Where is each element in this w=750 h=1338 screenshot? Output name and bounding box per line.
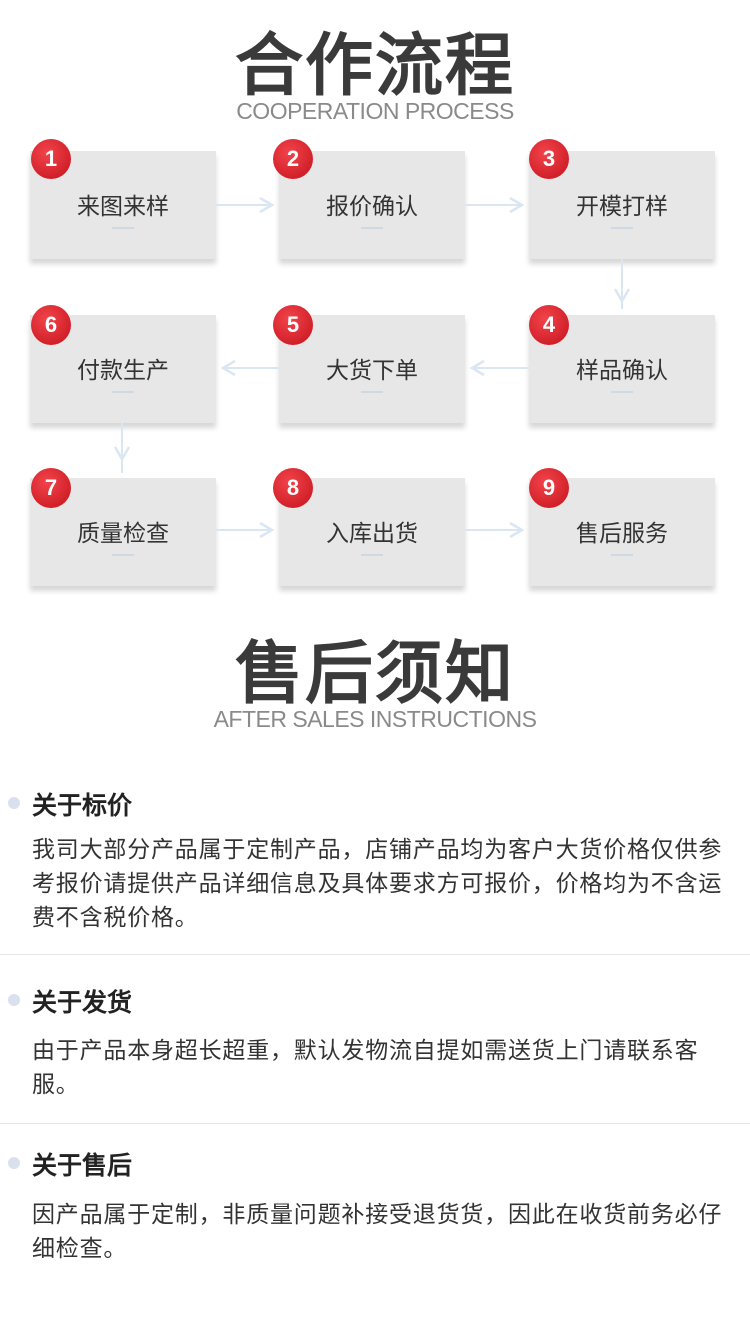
step-label-2: 报价确认 bbox=[326, 194, 418, 220]
step-label-8: 入库出货 bbox=[326, 521, 418, 547]
step-dash bbox=[112, 227, 134, 229]
notice-body-shipping: 由于产品本身超长超重，默认发物流自提如需送货上门请联系客服。 bbox=[32, 1038, 699, 1098]
step-card-4: 样品确认 bbox=[529, 315, 715, 423]
arrow-right-icon bbox=[216, 520, 279, 540]
step-label-9: 售后服务 bbox=[576, 521, 668, 547]
step-badge-7: 7 bbox=[31, 468, 71, 508]
divider bbox=[0, 1123, 750, 1124]
step-badge-2: 2 bbox=[273, 139, 313, 179]
step-dash bbox=[361, 554, 383, 556]
notice-body-after-sales: 因产品属于定制，非质量问题补接受退货货，因此在收货前务必仔细检查。 bbox=[32, 1202, 723, 1262]
step-dash bbox=[361, 391, 383, 393]
step-dash bbox=[112, 391, 134, 393]
after-sales-title: 售后须知 bbox=[234, 635, 515, 714]
step-card-6: 付款生产 bbox=[30, 315, 216, 423]
step-dash bbox=[611, 554, 633, 556]
after-sales-header: 售后须知 AFTER SALES INSTRUCTIONS bbox=[0, 635, 750, 733]
step-dash bbox=[361, 227, 383, 229]
step-dash bbox=[112, 554, 134, 556]
arrow-down-icon bbox=[112, 423, 132, 478]
step-badge-5: 5 bbox=[273, 305, 313, 345]
notice-body-pricing: 我司大部分产品属于定制产品，店铺产品均为客户大货价格仅供参考报价请提供产品详细信… bbox=[32, 837, 723, 931]
step-label-3: 开模打样 bbox=[576, 194, 668, 220]
arrow-left-icon bbox=[216, 358, 279, 378]
step-badge-1: 1 bbox=[31, 139, 71, 179]
arrow-down-icon bbox=[612, 259, 632, 315]
process-header: 合作流程 COOPERATION PROCESS bbox=[0, 27, 750, 125]
step-dash bbox=[611, 227, 633, 229]
notice-title-shipping: 关于发货 bbox=[32, 988, 133, 1017]
step-label-7: 质量检查 bbox=[77, 521, 169, 547]
notice-title-after-sales: 关于售后 bbox=[32, 1151, 133, 1180]
process-title: 合作流程 bbox=[234, 27, 515, 106]
bullet-dot-icon bbox=[8, 994, 20, 1006]
step-badge-8: 8 bbox=[273, 468, 313, 508]
step-card-5: 大货下单 bbox=[279, 315, 465, 423]
bullet-dot-icon bbox=[8, 797, 20, 809]
arrow-right-icon bbox=[465, 195, 529, 215]
step-badge-9: 9 bbox=[529, 468, 569, 508]
arrow-left-icon bbox=[465, 358, 529, 378]
step-badge-3: 3 bbox=[529, 139, 569, 179]
notice-title-pricing: 关于标价 bbox=[32, 791, 133, 820]
step-badge-6: 6 bbox=[31, 305, 71, 345]
divider bbox=[0, 954, 750, 955]
after-sales-subtitle: AFTER SALES INSTRUCTIONS bbox=[213, 706, 537, 732]
arrow-right-icon bbox=[465, 520, 529, 540]
process-subtitle: COOPERATION PROCESS bbox=[236, 98, 514, 124]
step-label-4: 样品确认 bbox=[576, 358, 668, 384]
step-label-5: 大货下单 bbox=[326, 358, 418, 384]
step-label-6: 付款生产 bbox=[77, 358, 169, 384]
arrow-right-icon bbox=[216, 195, 279, 215]
step-dash bbox=[611, 391, 633, 393]
step-badge-4: 4 bbox=[529, 305, 569, 345]
step-label-1: 来图来样 bbox=[77, 194, 169, 220]
bullet-dot-icon bbox=[8, 1157, 20, 1169]
